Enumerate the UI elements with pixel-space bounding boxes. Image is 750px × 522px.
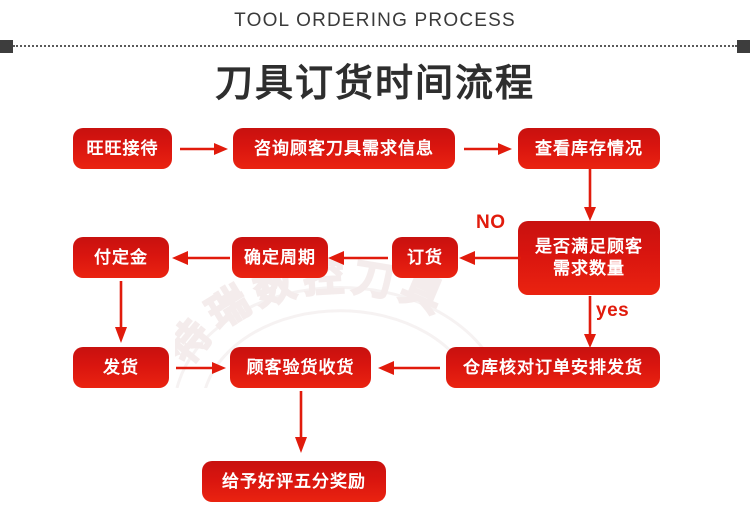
arrow-n6-to-n7 bbox=[172, 249, 230, 267]
arrow-n2-to-n3 bbox=[464, 140, 512, 158]
arrow-n10-to-n9 bbox=[378, 359, 440, 377]
decision-label-line2: 需求数量 bbox=[553, 259, 625, 278]
divider-right-cap bbox=[737, 40, 750, 53]
node-decision-meets-demand[interactable]: 是否满足顾客 需求数量 bbox=[518, 221, 660, 295]
english-title: TOOL ORDERING PROCESS bbox=[234, 10, 516, 31]
edge-label-no: NO bbox=[476, 212, 506, 233]
node-give-five-star-review-reward[interactable]: 给予好评五分奖励 bbox=[202, 461, 386, 502]
edge-label-yes: yes bbox=[596, 300, 630, 321]
arrow-n9-to-n11 bbox=[292, 391, 310, 453]
node-pay-deposit[interactable]: 付定金 bbox=[73, 237, 169, 278]
node-ship-goods[interactable]: 发货 bbox=[73, 347, 169, 388]
node-inquire-customer-tool-demand[interactable]: 咨询顾客刀具需求信息 bbox=[233, 128, 455, 169]
arrow-n3-to-decision bbox=[581, 169, 599, 221]
node-wangwang-reception[interactable]: 旺旺接待 bbox=[73, 128, 172, 169]
divider-dotted-line bbox=[13, 45, 737, 47]
arrow-n7-to-n8 bbox=[112, 281, 130, 343]
node-check-inventory[interactable]: 查看库存情况 bbox=[518, 128, 660, 169]
arrow-decision-to-n5 bbox=[459, 249, 521, 267]
divider-left-cap bbox=[0, 40, 13, 53]
node-customer-inspect-receive[interactable]: 顾客验货收货 bbox=[230, 347, 371, 388]
node-warehouse-verify-arrange-shipment[interactable]: 仓库核对订单安排发货 bbox=[446, 347, 660, 388]
header-divider bbox=[0, 40, 750, 53]
arrow-decision-to-n10 bbox=[581, 296, 599, 348]
arrow-n5-to-n6 bbox=[328, 249, 388, 267]
node-confirm-cycle[interactable]: 确定周期 bbox=[232, 237, 328, 278]
arrow-n1-to-n2 bbox=[180, 140, 228, 158]
decision-label-line1: 是否满足顾客 bbox=[535, 236, 643, 256]
arrow-n8-to-n9 bbox=[176, 359, 226, 377]
node-place-order[interactable]: 订货 bbox=[392, 237, 458, 278]
page-title: 刀具订货时间流程 bbox=[214, 63, 535, 105]
